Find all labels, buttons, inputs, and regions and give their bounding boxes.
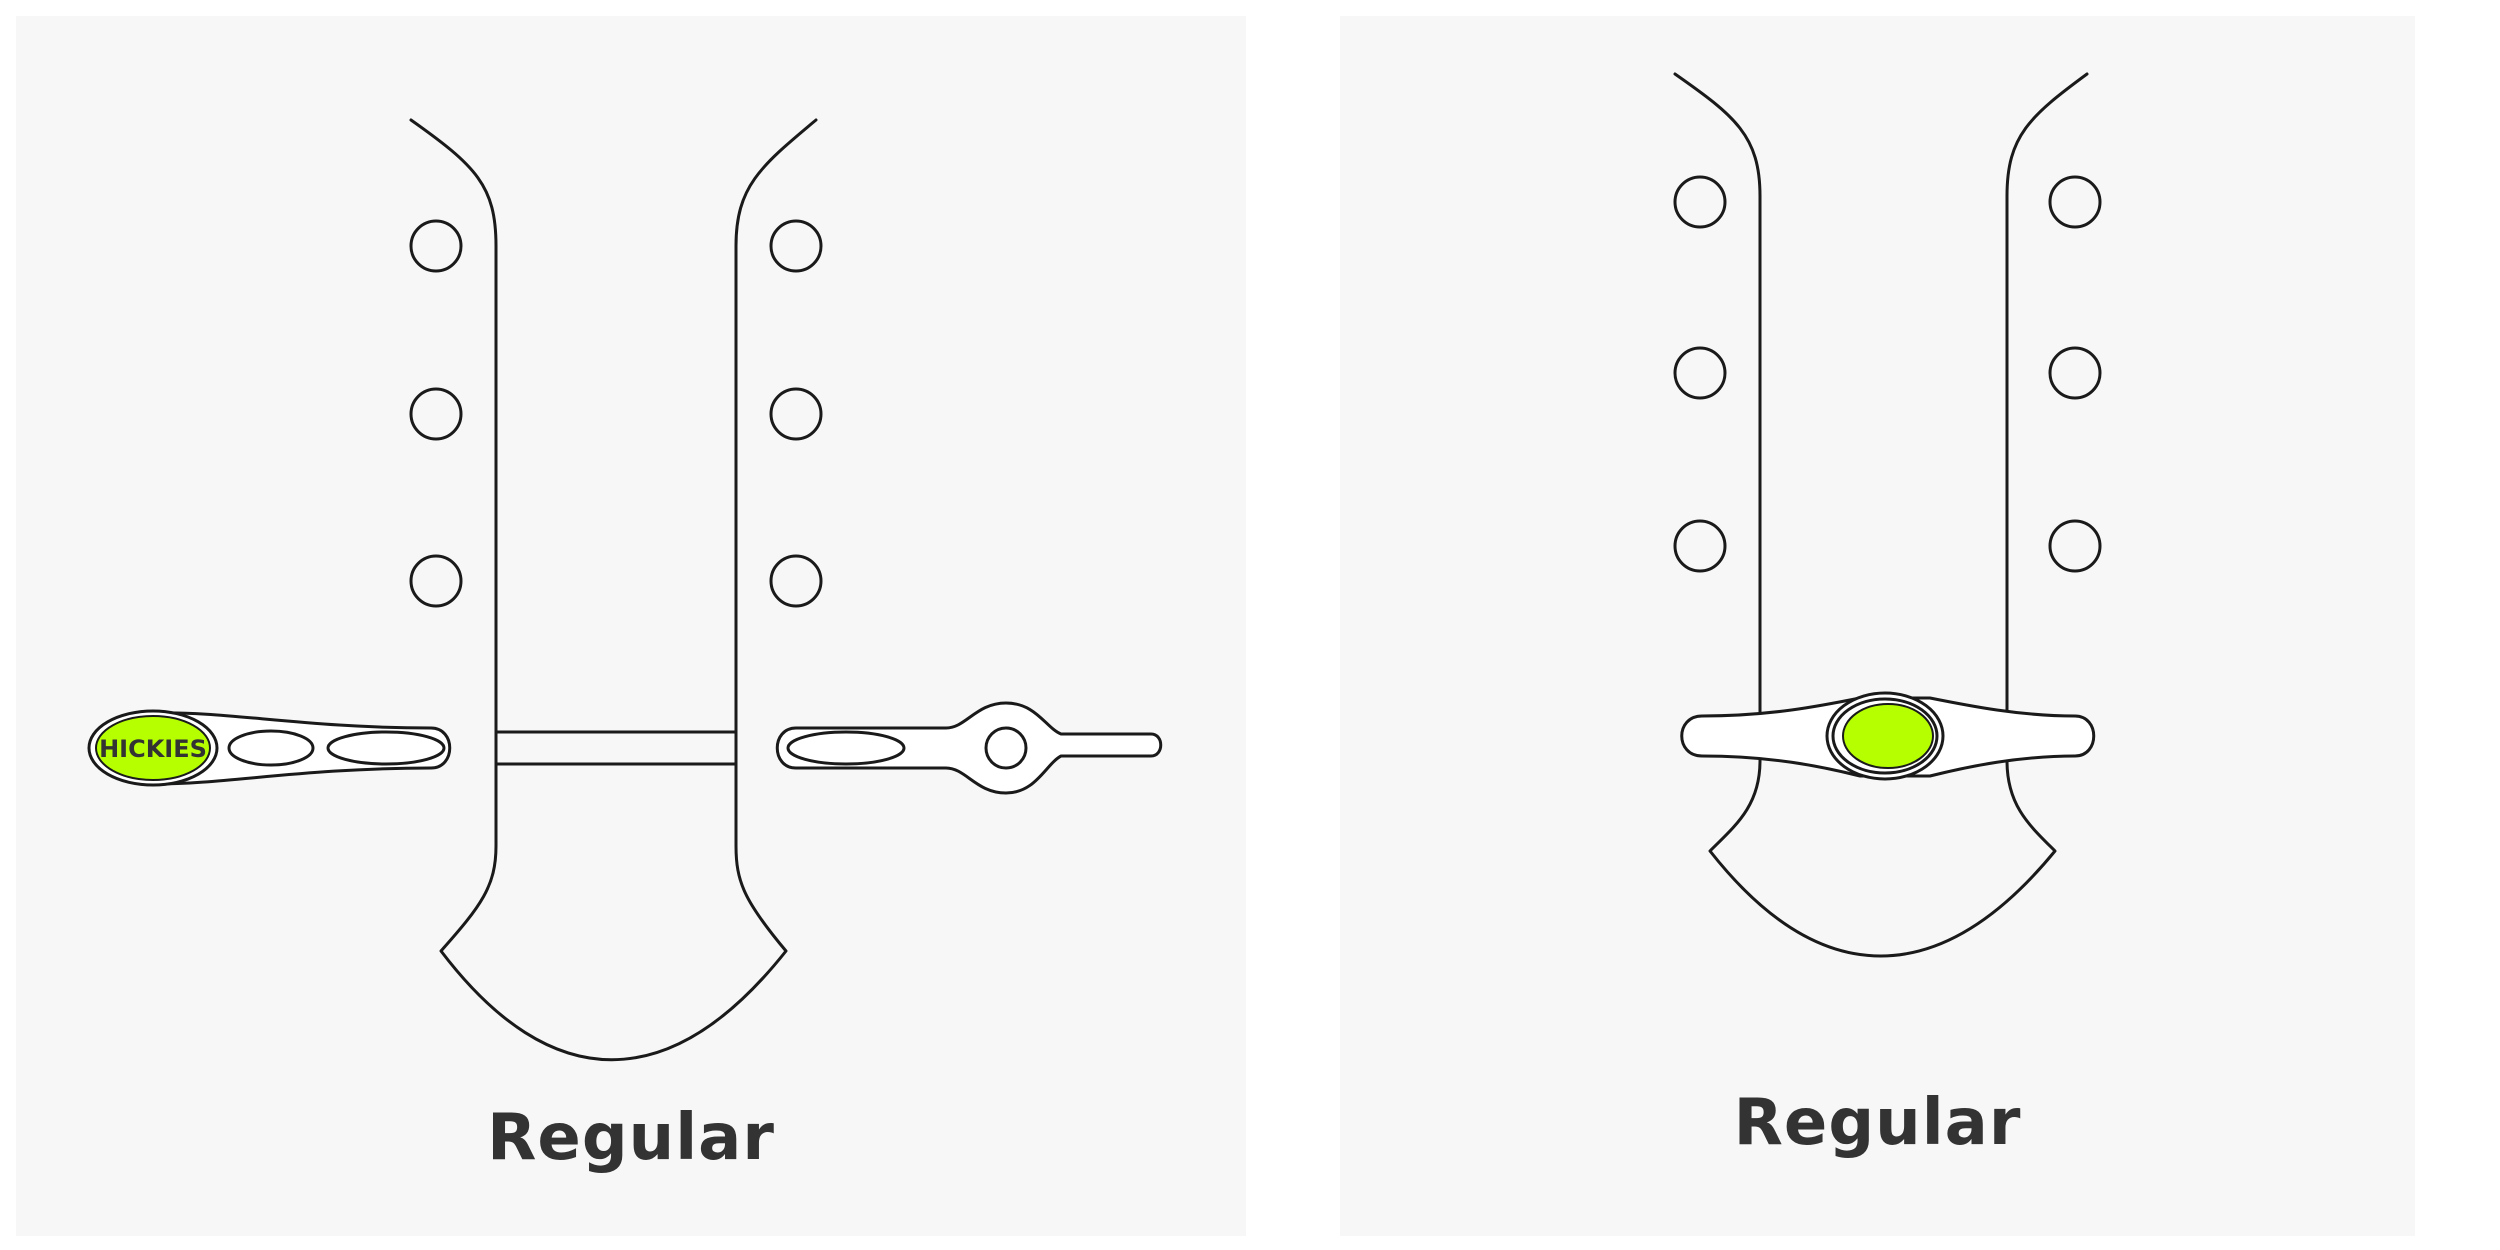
eyelet <box>409 554 463 608</box>
lace-band <box>494 730 738 766</box>
lace-clasp-inner <box>1831 697 1939 775</box>
shoe-diagram-fastened <box>1673 72 2102 958</box>
panel-right: Regular <box>1340 16 2415 1236</box>
eyelet <box>769 387 823 441</box>
lace-slot <box>227 729 315 767</box>
lace-clasp-logo <box>1842 703 1934 769</box>
eyelet <box>769 219 823 273</box>
lace-slot <box>326 730 446 766</box>
eyelet <box>769 554 823 608</box>
panel-caption: Regular <box>1733 1086 2022 1160</box>
shoe-outline <box>409 118 818 1062</box>
eyelet <box>2048 346 2102 400</box>
eyelet <box>409 387 463 441</box>
eyelet <box>1673 175 1727 229</box>
shoe-diagram-unfastened: HICKIES <box>87 118 1163 1062</box>
eyelet <box>2048 175 2102 229</box>
eyelet <box>1673 346 1727 400</box>
shoe-outline <box>1673 72 2089 958</box>
lace-strap-right <box>775 701 1163 795</box>
panel-caption: Regular <box>487 1101 775 1175</box>
panel-left: HICKIES Regular <box>16 16 1246 1236</box>
eyelet <box>2048 519 2102 573</box>
lace-tip-hole <box>984 726 1028 770</box>
lace-slot <box>786 730 906 766</box>
eyelet <box>1673 519 1727 573</box>
lace-head-logo <box>95 715 211 781</box>
brand-text: HICKIES <box>99 735 207 763</box>
eyelet <box>409 219 463 273</box>
